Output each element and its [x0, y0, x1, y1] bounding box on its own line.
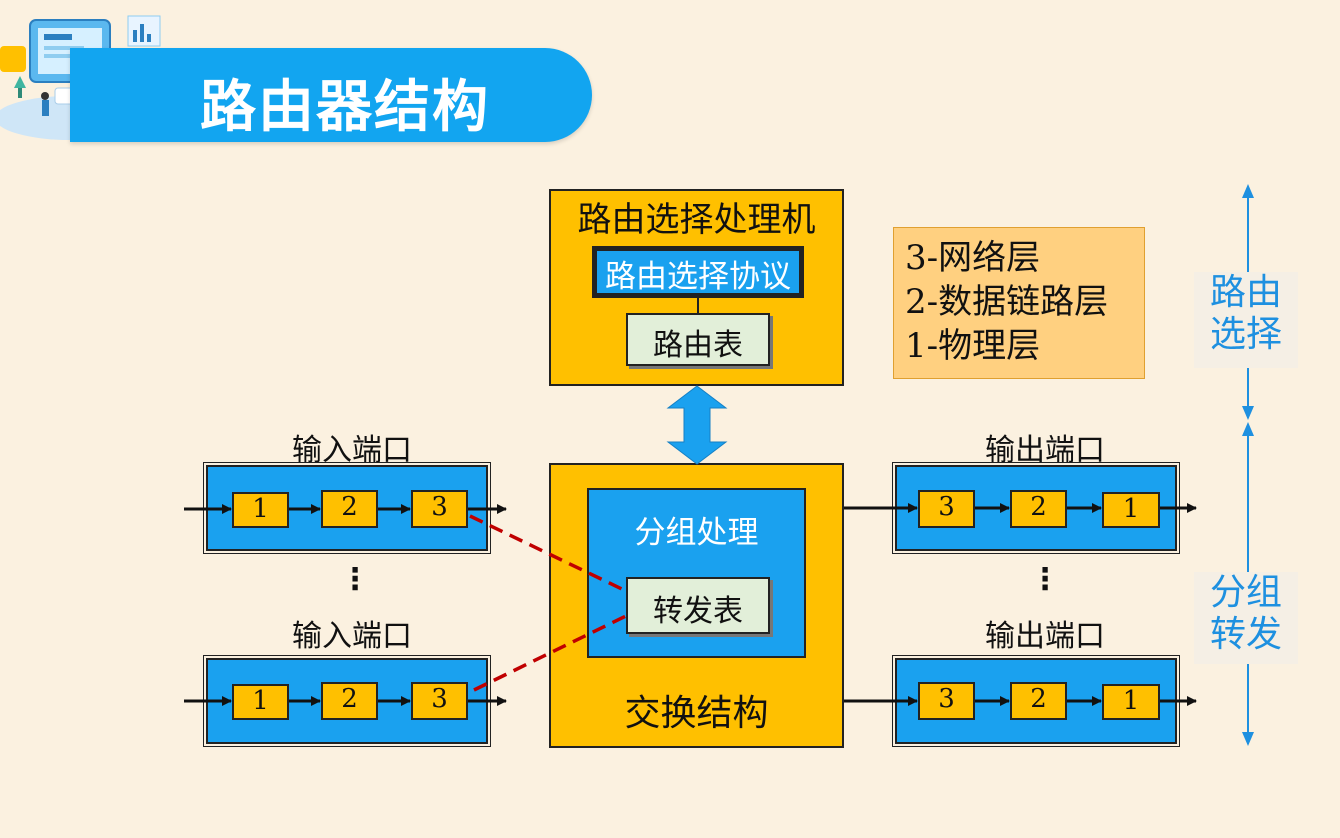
input-cell: 2: [321, 682, 378, 720]
input-port-label: 输入端口: [292, 619, 412, 654]
routing-table-box: [626, 313, 770, 366]
output-cell: 3: [918, 490, 975, 528]
legend-item: 1-物理层: [905, 326, 1041, 366]
input-cell: 1: [232, 492, 289, 528]
input-cell: 2: [321, 490, 378, 528]
packet-forwarding-label: 分组 转发: [1194, 572, 1298, 664]
title-banner: [70, 48, 592, 142]
switch-fabric-label: 交换结构: [624, 693, 769, 734]
output-port-label: 输出端口: [985, 433, 1105, 468]
input-ellipsis: ⋮: [340, 562, 370, 597]
output-cell: 3: [918, 682, 975, 720]
output-cell: 1: [1102, 684, 1160, 720]
layer-legend: [893, 227, 1145, 379]
routing-selection-text: 路由 选择: [1209, 272, 1282, 355]
input-cell: 3: [411, 682, 468, 720]
bidirectional-arrow: [666, 385, 728, 465]
packet-processing-label: 分组处理: [634, 515, 759, 551]
routing-processor-title: 路由选择处理机: [577, 200, 816, 240]
output-cell: 2: [1010, 682, 1067, 720]
output-ellipsis: ⋮: [1030, 562, 1060, 597]
legend-item: 3-网络层: [905, 238, 1041, 278]
input-cell: 3: [411, 490, 468, 528]
input-cell: 1: [232, 684, 289, 720]
output-cell: 2: [1010, 490, 1067, 528]
legend-item: 2-数据链路层: [905, 282, 1109, 322]
routing-table-label: 路由表: [653, 328, 743, 363]
forwarding-table-label: 转发表: [653, 594, 743, 629]
routing-selection-label: 路由 选择: [1194, 272, 1298, 368]
input-port-label: 输入端口: [292, 433, 412, 468]
packet-forwarding-text: 分组 转发: [1209, 572, 1282, 655]
output-cell: 1: [1102, 492, 1160, 528]
page-title: 路由器结构: [200, 75, 490, 140]
output-port-label: 输出端口: [985, 619, 1105, 654]
forwarding-table-box: [626, 577, 770, 634]
routing-protocol-label: 路由选择协议: [605, 259, 791, 295]
routing-protocol-box: [592, 246, 804, 298]
